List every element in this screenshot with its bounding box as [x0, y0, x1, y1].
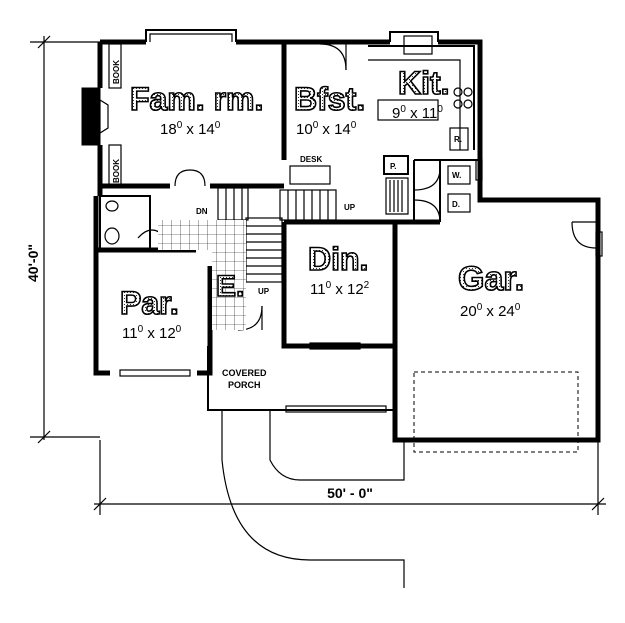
- desk-label: DESK: [300, 155, 322, 164]
- room-name-parlor: Par.: [120, 285, 179, 321]
- room-name-dining: Din.: [308, 241, 368, 277]
- kitchen-fixtures: R.: [368, 35, 475, 151]
- room-family: Fam. rm. 180 x 140: [129, 80, 264, 138]
- porch-label-line2: PORCH: [228, 380, 261, 390]
- room-dims-parlor: 110 x 120: [122, 324, 182, 342]
- room-dims-garage: 200 x 240: [460, 302, 521, 320]
- bookshelves: BOOK BOOK: [108, 43, 122, 186]
- room-entry: E.: [215, 269, 245, 304]
- room-garage: Gar. 200 x 240: [457, 259, 525, 320]
- room-dims-breakfast: 100 x 140: [296, 120, 357, 138]
- fireplace: [81, 87, 109, 146]
- room-name-family: Fam. rm.: [130, 81, 263, 117]
- room-dining: Din. 110 x 122: [307, 240, 370, 298]
- depth-label: 40'-0": [25, 244, 41, 282]
- laundry: W. D. P.: [383, 155, 471, 215]
- room-dims-dining: 110 x 122: [310, 280, 370, 298]
- book-label-top: BOOK: [112, 60, 121, 84]
- powder-room: [99, 195, 151, 251]
- porch-label-line1: COVERED: [222, 368, 267, 378]
- room-breakfast: Bfst. 100 x 140: [293, 80, 366, 138]
- windows: [119, 159, 603, 413]
- book-label-bottom: BOOK: [112, 159, 121, 183]
- covered-porch-label: COVERED PORCH: [222, 368, 267, 390]
- room-name-garage: Gar.: [458, 260, 524, 298]
- room-kitchen: Kit. 90 x 110: [392, 64, 450, 122]
- porch: [207, 346, 405, 588]
- room-name-entry: E.: [216, 270, 244, 303]
- room-name-kitchen: Kit.: [398, 65, 450, 101]
- pantry-label: P.: [390, 162, 397, 171]
- width-label: 50' - 0": [327, 485, 373, 501]
- stair-up-label-2: UP: [344, 203, 356, 212]
- room-name-breakfast: Bfst.: [294, 81, 365, 117]
- dimension-width: 50' - 0": [93, 440, 606, 515]
- stair-dn-label: DN: [196, 207, 208, 216]
- foyer-tile: [158, 220, 246, 330]
- garage-door: [413, 371, 579, 453]
- desk: DESK: [289, 155, 331, 185]
- stair-up-label: UP: [258, 287, 270, 296]
- room-parlor: Par. 110 x 120: [119, 284, 182, 342]
- dryer-label: D.: [452, 200, 460, 209]
- room-dims-kitchen: 90 x 110: [392, 104, 443, 122]
- dimension-depth: 40'-0": [25, 35, 100, 444]
- room-dims-family: 180 x 140: [160, 120, 221, 138]
- washer-label: W.: [452, 171, 461, 180]
- range-label: R.: [454, 135, 462, 144]
